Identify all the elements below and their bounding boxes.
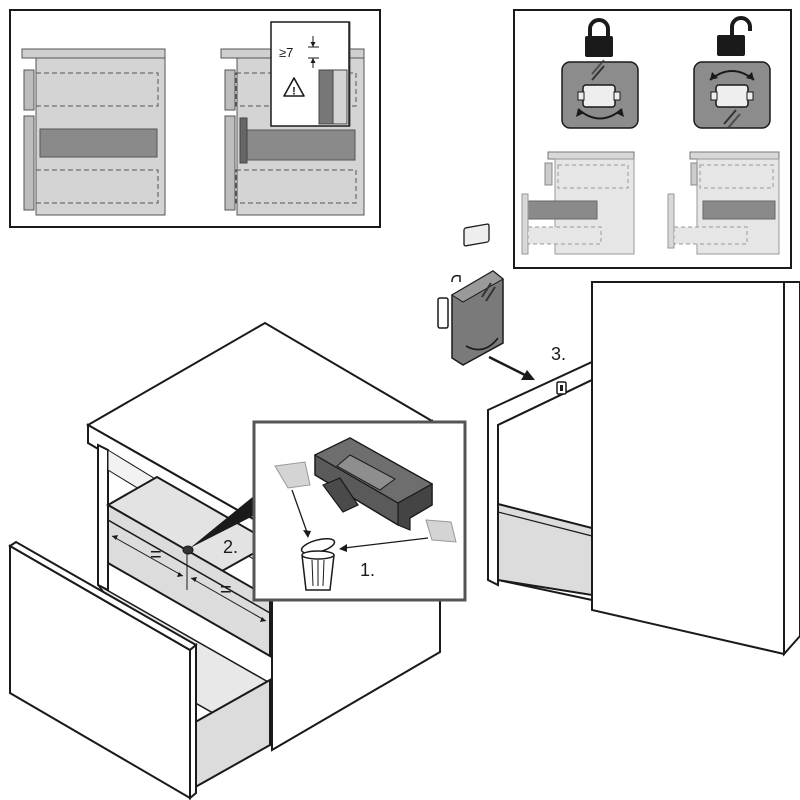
mini-cabinet-unlocked [667, 151, 780, 255]
warning-icon: ! [283, 77, 305, 98]
equal-mark-right: = [220, 579, 232, 601]
step-3-arrow [521, 370, 535, 380]
trash-bin-icon [300, 537, 336, 591]
equal-mark-left: = [150, 544, 162, 566]
upper-drawer-box: = = [105, 475, 275, 658]
clearance-panel: ≥7 ! [9, 9, 381, 228]
clip-locked-icon [561, 59, 639, 129]
padlock-closed-icon [585, 18, 613, 57]
adjustment-clip-icon [437, 223, 504, 366]
step-1-label: 1. [360, 560, 375, 580]
mini-cabinet-locked [521, 151, 635, 255]
clip-detail-panel: 1. [252, 420, 467, 602]
drawer-box-side [497, 502, 593, 597]
lock-mode-panel [513, 9, 792, 269]
cabinet-front-view-before [21, 48, 166, 216]
mounting-clip [313, 437, 434, 531]
min-gap-label: ≥7 [279, 45, 293, 60]
callout-pointer [190, 495, 255, 548]
drawer-clip-icon [182, 545, 194, 555]
side-cabinet [487, 281, 800, 657]
step-2-label: 2. [223, 537, 238, 557]
warning-glyph: ! [292, 86, 296, 98]
padlock-open-icon [717, 16, 752, 56]
clip-unlocked-icon [693, 61, 771, 129]
step-3-label: 3. [551, 344, 566, 364]
cabinet-front-view-after: ≥7 ! [220, 21, 365, 216]
tall-side-panel [591, 281, 785, 656]
clearance-callout: ≥7 ! [270, 21, 350, 127]
